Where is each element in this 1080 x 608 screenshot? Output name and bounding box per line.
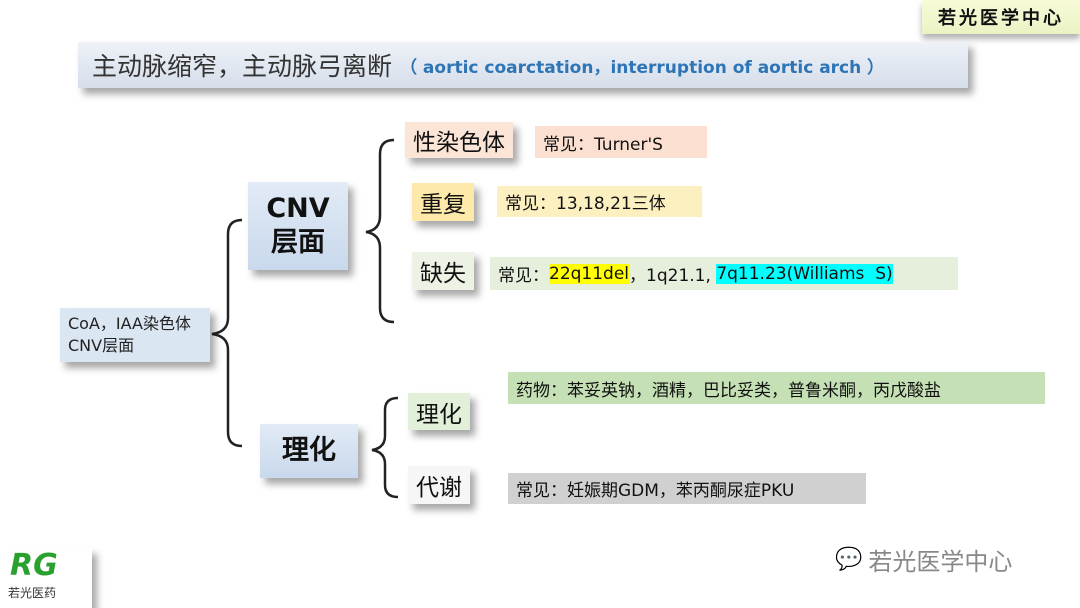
watermark-text: 若光医学中心 (868, 548, 1013, 576)
logo-mark: RG (10, 548, 58, 583)
physchem-bracket (371, 396, 399, 499)
label-duplication: 重复 (412, 183, 474, 221)
brand-badge: 若光医学中心 (922, 0, 1080, 34)
slide-title: 主动脉缩窄，主动脉弓离断 （ aortic coarctation，interr… (78, 42, 968, 88)
deletion-mid: ，1q21.1, (629, 266, 717, 286)
highlight-williams: 7q11.23(Williams S) (716, 263, 893, 284)
company-logo: RG 若光医药 (0, 548, 92, 608)
watermark: 💬 若光医学中心 (835, 542, 1012, 577)
label-sex-chromosome: 性染色体 (405, 122, 513, 158)
value-sex-chromosome: 常见：Turner'S (535, 126, 707, 158)
cnv-bracket (365, 138, 395, 324)
root-bracket (211, 218, 243, 448)
label-metabolism: 代谢 (408, 466, 470, 504)
logo-text: 若光医药 (8, 586, 57, 600)
label-deletion: 缺失 (412, 252, 474, 290)
value-duplication: 常见：13,18,21三体 (497, 186, 702, 217)
label-physchem: 理化 (408, 393, 470, 430)
value-drugs: 药物：苯妥英钠，酒精，巴比妥类，普鲁米酮，丙戊酸盐 (508, 372, 1045, 404)
physchem-node: 理化 (260, 424, 358, 478)
value-deletion: 常见： 22q11del ，1q21.1, 7q11.23(Williams S… (490, 257, 958, 290)
title-en: （ aortic coarctation，interruption of aor… (400, 57, 885, 78)
highlight-22q11del: 22q11del (549, 263, 630, 284)
wechat-icon: 💬 (835, 547, 863, 572)
value-metabolism: 常见：妊娠期GDM，苯丙酮尿症PKU (508, 473, 866, 504)
deletion-prefix: 常见： (498, 266, 549, 286)
root-node: CoA，IAA染色体CNV层面 (60, 308, 210, 362)
cnv-node: CNV层面 (248, 182, 348, 270)
title-cn: 主动脉缩窄，主动脉弓离断 (92, 52, 393, 81)
